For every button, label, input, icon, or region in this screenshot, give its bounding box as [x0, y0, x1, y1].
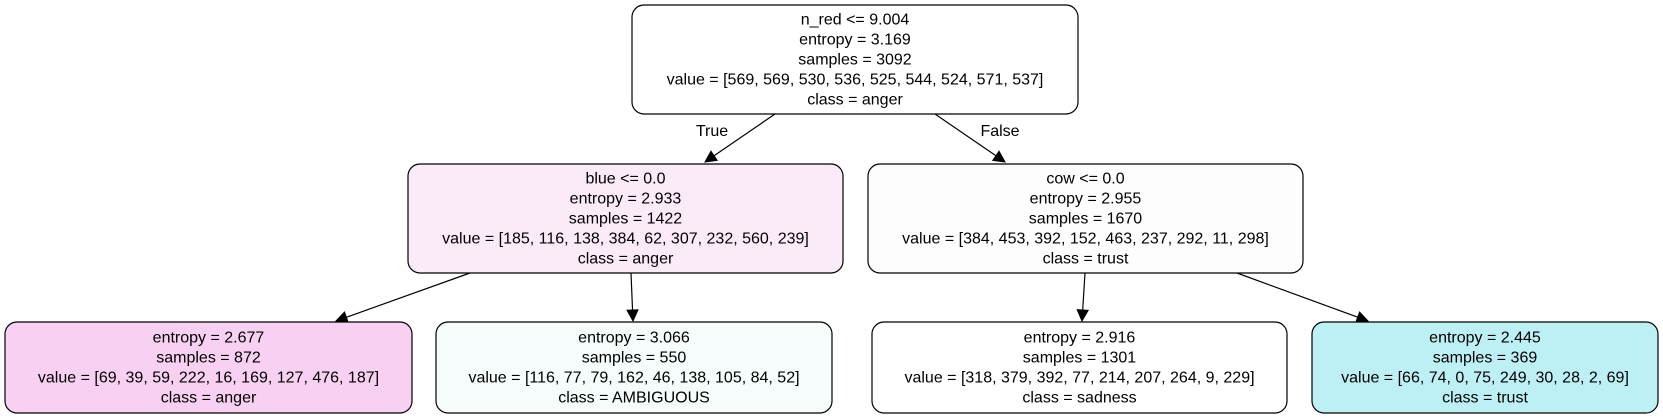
edge-line — [934, 113, 997, 157]
node-value-text: value = [384, 453, 392, 152, 463, 237, 2… — [902, 231, 1269, 248]
tree-node-rr[interactable]: entropy = 2.445 samples = 369 value = [66,… — [1311, 321, 1659, 414]
node-entropy-text: entropy = 3.169 — [799, 32, 911, 49]
node-samples-text: samples = 1422 — [569, 211, 683, 228]
arrowhead-icon — [334, 311, 349, 324]
edge-right-rl — [1076, 272, 1090, 323]
node-value-text: value = [69, 39, 59, 222, 16, 169, 127, … — [38, 370, 379, 387]
node-value-text: value = [318, 379, 392, 77, 214, 207, 26… — [904, 370, 1254, 387]
node-value-text: value = [116, 77, 79, 162, 46, 138, 105,… — [468, 370, 799, 387]
node-box — [871, 321, 1288, 414]
tree-node-rl[interactable]: entropy = 2.916 samples = 1301 value = [31… — [871, 321, 1288, 414]
node-split-text: n_red <= 9.004 — [801, 12, 910, 29]
edge-root-left: True — [696, 113, 776, 163]
edge-label: False — [980, 123, 1019, 140]
edge-line — [713, 113, 776, 157]
node-box — [435, 321, 833, 414]
edge-line — [1236, 272, 1358, 318]
edge-left-ll — [334, 272, 471, 324]
node-entropy-text: entropy = 2.445 — [1429, 330, 1541, 347]
node-samples-text: samples = 1670 — [1029, 211, 1143, 228]
node-value-text: value = [66, 74, 0, 75, 249, 30, 28, 2, … — [1341, 370, 1629, 387]
tree-node-ll[interactable]: entropy = 2.677 samples = 872 value = [69,… — [4, 321, 413, 414]
nodes-layer: n_red <= 9.004 entropy = 3.169 samples = 3… — [4, 4, 1659, 414]
node-samples-text: samples = 3092 — [798, 52, 912, 69]
node-class-text: class = trust — [1442, 390, 1528, 407]
node-class-text: class = anger — [807, 92, 903, 109]
node-split-text: cow <= 0.0 — [1046, 171, 1124, 188]
edge-line — [1082, 272, 1086, 311]
tree-node-root[interactable]: n_red <= 9.004 entropy = 3.169 samples = 3… — [631, 4, 1079, 115]
node-entropy-text: entropy = 2.677 — [153, 330, 265, 347]
arrowhead-icon — [991, 150, 1006, 163]
tree-node-right[interactable]: cow <= 0.0 entropy = 2.955 samples = 1670 v… — [867, 163, 1304, 274]
arrowhead-icon — [626, 309, 639, 323]
node-class-text: class = AMBIGUOUS — [558, 390, 710, 407]
node-entropy-text: entropy = 2.955 — [1030, 191, 1142, 208]
node-box — [1311, 321, 1659, 414]
node-class-text: class = sadness — [1022, 390, 1136, 407]
arrowhead-icon — [1355, 311, 1370, 323]
edge-root-right: False — [934, 113, 1020, 163]
node-box — [867, 163, 1304, 274]
node-class-text: class = anger — [578, 251, 674, 268]
node-samples-text: samples = 872 — [156, 350, 261, 367]
node-class-text: class = trust — [1043, 251, 1129, 268]
node-entropy-text: entropy = 2.916 — [1024, 330, 1136, 347]
arrowhead-icon — [1076, 309, 1090, 323]
node-box — [407, 163, 844, 274]
edge-label: True — [696, 123, 728, 140]
tree-node-left[interactable]: blue <= 0.0 entropy = 2.933 samples = 1422… — [407, 163, 844, 274]
arrowhead-icon — [704, 150, 719, 163]
node-entropy-text: entropy = 2.933 — [570, 191, 682, 208]
node-samples-text: samples = 550 — [582, 350, 687, 367]
node-value-text: value = [185, 116, 138, 384, 62, 307, 23… — [442, 231, 809, 248]
edge-line — [630, 272, 634, 311]
node-class-text: class = anger — [161, 390, 257, 407]
tree-node-lr[interactable]: entropy = 3.066 samples = 550 value = [116… — [435, 321, 833, 414]
node-split-text: blue <= 0.0 — [585, 171, 665, 188]
node-samples-text: samples = 1301 — [1023, 350, 1137, 367]
node-box — [4, 321, 413, 414]
node-box — [631, 4, 1079, 115]
node-value-text: value = [569, 569, 530, 536, 525, 544, 5… — [667, 72, 1044, 89]
edge-line — [346, 272, 471, 318]
node-entropy-text: entropy = 3.066 — [578, 330, 690, 347]
node-samples-text: samples = 369 — [1433, 350, 1538, 367]
edge-left-lr — [626, 272, 639, 323]
edge-right-rr — [1236, 272, 1370, 323]
